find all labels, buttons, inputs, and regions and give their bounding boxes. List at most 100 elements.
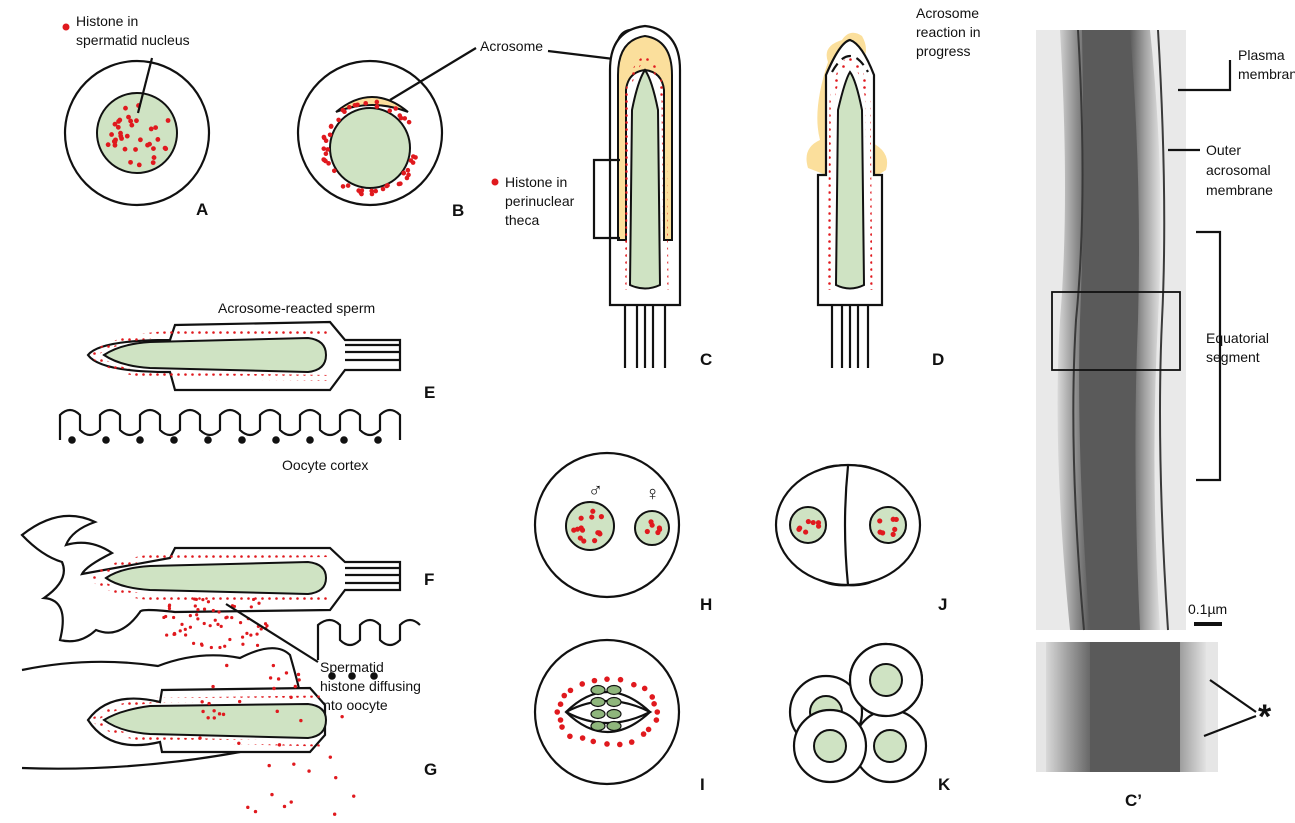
histone-dot [649, 694, 655, 700]
histone-dot [618, 677, 624, 683]
histone-dot [324, 138, 329, 143]
histone-dot [168, 607, 171, 610]
histone-dot [246, 806, 249, 809]
histone-dot [270, 793, 273, 796]
histone-dot [162, 616, 165, 619]
svg-text:theca: theca [505, 212, 539, 228]
histone-dot [816, 520, 821, 525]
histone-dot [272, 436, 280, 444]
histone-dot [340, 715, 343, 718]
histone-dot [648, 519, 653, 524]
histone-dot [334, 776, 337, 779]
histone-dot [102, 436, 110, 444]
histone-dot [218, 712, 221, 715]
histone-dot [617, 742, 623, 748]
panel-label-g: G [424, 760, 437, 779]
histone-dot [189, 626, 192, 629]
histone-dot [255, 632, 258, 635]
label-histone-nucleus: Histone in [76, 13, 138, 29]
histone-dot [249, 634, 252, 637]
histone-dot [173, 632, 176, 635]
histone-dot [297, 673, 300, 676]
histone-dot [153, 125, 158, 130]
histone-dot [198, 736, 201, 739]
histone-dot [631, 682, 637, 688]
histone-dot [554, 709, 560, 715]
histone-dot [369, 189, 374, 194]
chromosome [591, 698, 605, 707]
histone-dot [203, 622, 206, 625]
histone-dot [285, 671, 288, 674]
histone-dot [877, 518, 882, 523]
male-symbol: ♂ [588, 480, 603, 502]
histone-dot [559, 724, 565, 730]
micrograph-inset: * C’ [1036, 642, 1272, 810]
histone-dot [328, 132, 333, 137]
panel-label-f: F [424, 570, 434, 589]
histone-dot [397, 113, 402, 118]
histone-dot [117, 118, 122, 123]
histone-dot [207, 600, 210, 603]
histone-dot [568, 688, 574, 694]
histone-dot [402, 116, 407, 121]
histone-dot [209, 624, 212, 627]
histone-dot [276, 710, 279, 713]
histone-dot [387, 108, 392, 113]
histone-dot [116, 125, 121, 130]
histone-dot [212, 709, 215, 712]
histone-dot [321, 146, 326, 151]
histone-dot [239, 621, 242, 624]
histone-dot [180, 623, 183, 626]
histone-dot [201, 710, 204, 713]
histone-dot [68, 436, 76, 444]
histone-dot [129, 123, 134, 128]
histone-dot [207, 702, 210, 705]
histone-dot [179, 629, 182, 632]
histone-dot [373, 189, 378, 194]
histone-dot [347, 105, 352, 110]
svg-text:Outer: Outer [1206, 142, 1241, 158]
histone-dot [342, 109, 347, 114]
histone-dot [200, 700, 203, 703]
histone-dot [597, 531, 602, 536]
histone-dot [629, 739, 635, 745]
panel-label-k: K [938, 775, 951, 794]
histone-dot [109, 132, 114, 137]
histone-dot [307, 769, 310, 772]
oocyte-granules [68, 436, 382, 444]
histone-dot [226, 616, 229, 619]
histone-dot [212, 609, 215, 612]
histone-dot [891, 532, 896, 537]
histone-dot [277, 677, 280, 680]
histone-dot [589, 514, 594, 519]
panel-i: I [535, 640, 705, 794]
histone-dot [406, 168, 411, 173]
histone-dot [571, 528, 576, 533]
histone-dot [203, 608, 206, 611]
histone-dot [299, 719, 302, 722]
histone-dot [324, 151, 329, 156]
histone-dot [264, 622, 267, 625]
histone-dot [580, 735, 586, 741]
label-acrosome: Acrosome [480, 38, 543, 54]
histone-dot [213, 716, 216, 719]
histone-dot [604, 676, 610, 682]
histone-dot [325, 147, 330, 152]
female-symbol: ♀ [645, 483, 660, 505]
histone-dot [214, 619, 217, 622]
svg-text:membrane: membrane [1206, 182, 1273, 198]
histone-dot [796, 527, 801, 532]
svg-text:Plasma: Plasma [1238, 47, 1285, 63]
panel-label-cprime: C’ [1125, 791, 1142, 810]
histone-dot [228, 638, 231, 641]
histone-dot [113, 137, 118, 142]
histone-dot [590, 509, 595, 514]
label-spermatid-histone: Spermatid [320, 659, 384, 675]
label-spermatid-histone-3: into oocyte [320, 697, 388, 713]
histone-dot [138, 137, 143, 142]
histone-dot [272, 687, 275, 690]
histone-dot [257, 602, 260, 605]
histone-dot [336, 118, 341, 123]
histone-dot [657, 527, 662, 532]
